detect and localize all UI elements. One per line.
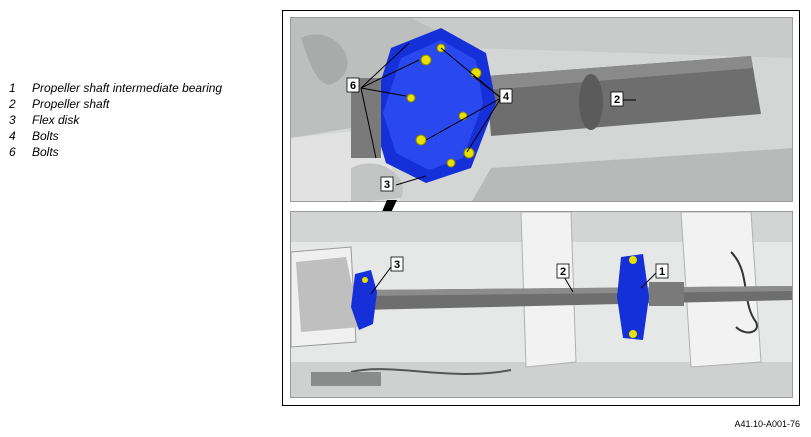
- legend-item: 6 Bolts: [9, 144, 222, 160]
- legend-number: 4: [9, 129, 16, 143]
- callout-shaft-2-overview: 2: [556, 263, 570, 279]
- intermediate-bearing: [617, 254, 649, 340]
- legend-item: 3 Flex disk: [9, 112, 222, 128]
- overview-panel: 3 2 1: [290, 211, 793, 398]
- legend-item: 2 Propeller shaft: [9, 96, 222, 112]
- svg-text:3: 3: [384, 179, 390, 191]
- overview-illustration: 3 2 1: [291, 212, 792, 397]
- legend-text: Bolts: [32, 129, 59, 143]
- flex-disk-overview: [351, 270, 377, 330]
- figure-id: A41.10-A001-76: [734, 419, 800, 429]
- callout-bolts-6: 6: [346, 77, 360, 93]
- svg-text:4: 4: [503, 91, 510, 103]
- legend-text: Bolts: [32, 145, 59, 159]
- legend-number: 6: [9, 145, 16, 159]
- svg-text:2: 2: [560, 266, 566, 278]
- legend-text: Propeller shaft: [32, 97, 110, 111]
- legend-number: 2: [9, 97, 16, 111]
- legend-text: Flex disk: [32, 113, 80, 127]
- callout-flexdisk-3: 3: [380, 176, 394, 192]
- detail-illustration: 6 4 2 3: [291, 18, 792, 201]
- svg-text:2: 2: [614, 94, 620, 106]
- detail-view-panel: 6 4 2 3: [290, 17, 793, 202]
- legend-item: 1 Propeller shaft intermediate bearing: [9, 80, 222, 96]
- svg-text:1: 1: [659, 266, 665, 278]
- legend-number: 3: [9, 113, 16, 127]
- callout-flexdisk-3-overview: 3: [390, 256, 404, 272]
- legend: 1 Propeller shaft intermediate bearing 2 P…: [9, 80, 222, 160]
- legend-item: 4 Bolts: [9, 128, 222, 144]
- legend-number: 1: [9, 81, 16, 95]
- callout-bearing-1-overview: 1: [655, 263, 669, 279]
- callout-shaft-2: 2: [610, 91, 624, 107]
- svg-text:6: 6: [350, 80, 356, 92]
- callout-bolts-4: 4: [499, 88, 513, 104]
- legend-text: Propeller shaft intermediate bearing: [32, 81, 223, 95]
- svg-text:3: 3: [394, 259, 400, 271]
